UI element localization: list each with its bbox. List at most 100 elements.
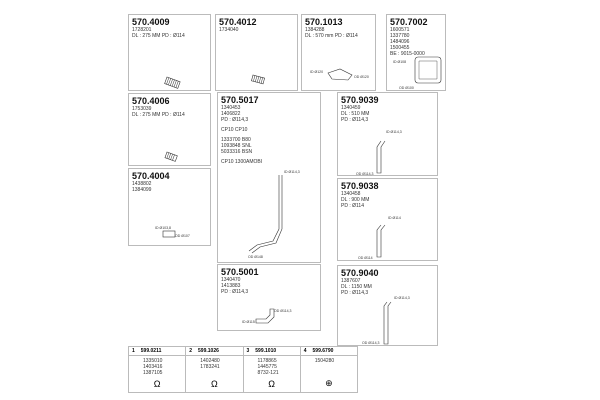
part-number: 1728201 — [132, 27, 152, 33]
part-570-5017[interactable]: 570.5017 1340453 1406822 PD : Ø114,3 CP1… — [217, 92, 321, 263]
exhaust-pipe-icon: ID Ø114,3 OD Ø148 — [248, 170, 300, 259]
bracket-icon: ⊕ — [325, 378, 333, 388]
dimension-label: ID Ø114 — [388, 216, 401, 220]
part-spec: DL : 510 MM — [341, 111, 370, 117]
tailpipe-icon: ID Ø114 OD Ø114 — [358, 216, 401, 260]
part-spec: PD : Ø114,3 — [341, 290, 369, 296]
dimension-label: ID Ø103,8 — [155, 226, 171, 230]
clamp-ref: 1387105 — [143, 370, 163, 376]
clamp-icon: Ω — [211, 379, 218, 389]
part-number: 1384288 — [305, 27, 325, 33]
part-spec: DL : 570 mm PD : Ø114 — [305, 33, 358, 39]
part-number: 1484096 — [390, 39, 410, 45]
flex-pipe-icon — [164, 76, 181, 89]
clamp-number: 2 — [189, 348, 193, 354]
clamp-ref: 1402480 — [200, 358, 220, 364]
dimension-label: ID Ø114,3 — [284, 170, 300, 174]
part-570-4009[interactable]: 570.4009 1728201 DL : 275 MM PD : Ø114 — [128, 14, 211, 91]
part-note: CP10 1300AMOBI — [221, 159, 263, 165]
clamp-code: 599.1010 — [255, 348, 277, 354]
part-number: 1340458 — [341, 191, 361, 197]
part-number: 1340459 — [341, 105, 361, 111]
part-570-4006[interactable]: 570.4006 1753039 DL : 275 MM PD : Ø114 — [128, 93, 211, 166]
part-spec: DL : 900 MM — [341, 197, 370, 203]
clamp-ref: 1504280 — [314, 358, 335, 364]
part-code: 570.7002 — [390, 17, 428, 27]
part-spec: DL : 1150 MM — [341, 284, 372, 290]
dimension-label: ID Ø115 — [242, 320, 255, 324]
tailpipe-icon: ID Ø114,3 OD Ø114,3 — [362, 296, 410, 345]
clamp-code: 599.1026 — [198, 348, 219, 354]
part-number: 1384099 — [132, 187, 152, 193]
part-570-7002[interactable]: 570.7002 1600571 1337780 1484096 1500455… — [386, 14, 446, 91]
dimension-label: OD Ø148 — [248, 255, 263, 259]
part-570-9038[interactable]: 570.9038 1340458 DL : 900 MM PD : Ø114 I… — [337, 178, 438, 261]
part-code: 570.9038 — [341, 181, 379, 191]
part-570-4012[interactable]: 570.4012 1734040 — [215, 14, 298, 91]
dimension-label: ID Ø114,3 — [394, 296, 410, 300]
part-570-1013[interactable]: 570.1013 1384288 DL : 570 mm PD : Ø114 I… — [301, 14, 376, 91]
part-spec: PD : Ø114,3 — [221, 289, 249, 295]
dimension-label: OD Ø107 — [175, 234, 190, 238]
part-570-9039[interactable]: 570.9039 1340459 DL : 510 MM PD : Ø114,3… — [337, 92, 438, 176]
part-number: 1387607 — [341, 278, 361, 284]
part-spec: DL : 275 MM PD : Ø114 — [132, 112, 185, 118]
part-570-5001[interactable]: 570.5001 1340470 1413883 PD : Ø114,3 OD … — [217, 264, 321, 331]
part-number: 1337780 — [390, 33, 410, 39]
part-spec: PD : Ø114 — [341, 203, 364, 209]
part-spec: PD : Ø114,3 — [221, 117, 249, 123]
clamp-ref: 1445775 — [257, 364, 277, 370]
part-note: CP10 CP10 — [221, 127, 248, 133]
dimension-label: ID Ø108 — [393, 60, 406, 64]
clamp-cell[interactable]: 4 599.6790 1504280 ⊕ — [300, 347, 357, 392]
part-code: 570.4006 — [132, 96, 170, 106]
dimension-label: OD Ø114,3 — [274, 309, 291, 313]
flex-pipe-icon: ID Ø103,8 OD Ø107 — [155, 226, 190, 238]
part-spec: BE : 9015-0000 — [390, 51, 425, 57]
clamp-number: 3 — [246, 348, 250, 354]
part-spec: DL : 275 MM PD : Ø114 — [132, 33, 185, 39]
part-number: 1406822 — [221, 111, 241, 117]
part-number: 1340453 — [221, 105, 241, 111]
part-note: 5033316 BSN — [221, 149, 253, 155]
clamp-ref: 1403416 — [143, 364, 163, 370]
part-note: 1093848 SNL — [221, 143, 252, 149]
clamp-ref: 1335010 — [143, 358, 163, 364]
part-570-4004[interactable]: 570.4004 1438802 1384099 ID Ø103,8 OD Ø10… — [128, 168, 211, 246]
clamp-ref: 1783241 — [200, 364, 220, 370]
dimension-label: OD Ø114,3 — [356, 172, 373, 176]
clamp-ref: 1178865 — [257, 358, 277, 364]
flex-pipe-icon — [251, 74, 265, 85]
part-code: 570.4004 — [132, 171, 170, 181]
part-number: 1438802 — [132, 181, 152, 187]
clamp-icon: Ω — [268, 379, 275, 389]
pipe-icon: ID Ø120 OD Ø120 — [310, 68, 369, 81]
dimension-label: OD Ø100 — [399, 86, 414, 90]
part-570-9040[interactable]: 570.9040 1387607 DL : 1150 MM PD : Ø114,… — [337, 265, 438, 346]
dimension-label: ID Ø120 — [310, 70, 323, 74]
part-code: 570.5017 — [221, 95, 259, 105]
part-code: 570.5001 — [221, 267, 259, 277]
part-number: 1753039 — [132, 106, 152, 112]
dimension-label: OD Ø120 — [354, 75, 369, 79]
part-number: 1413883 — [221, 283, 241, 289]
clamp-code: 599.6790 — [312, 348, 334, 354]
clamp-number: 4 — [303, 348, 307, 354]
part-number: 1600571 — [390, 27, 410, 33]
part-code: 570.9040 — [341, 268, 379, 278]
part-code: 570.4009 — [132, 17, 170, 27]
part-code: 570.1013 — [305, 17, 343, 27]
part-note: 1333700 B80 — [221, 137, 251, 143]
part-number: 1734040 — [219, 27, 239, 33]
dimension-label: OD Ø114,3 — [362, 341, 379, 345]
bend-pipe-icon: OD Ø114,3 ID Ø115 — [242, 308, 291, 324]
tailpipe-icon: ID Ø114,3OD Ø114,3 — [356, 130, 402, 176]
part-number: 1340470 — [221, 277, 241, 283]
clamp-ref: 8732-121 — [257, 370, 279, 376]
clamp-icon: Ω — [153, 379, 161, 389]
dimension-label: OD Ø114 — [358, 256, 373, 260]
